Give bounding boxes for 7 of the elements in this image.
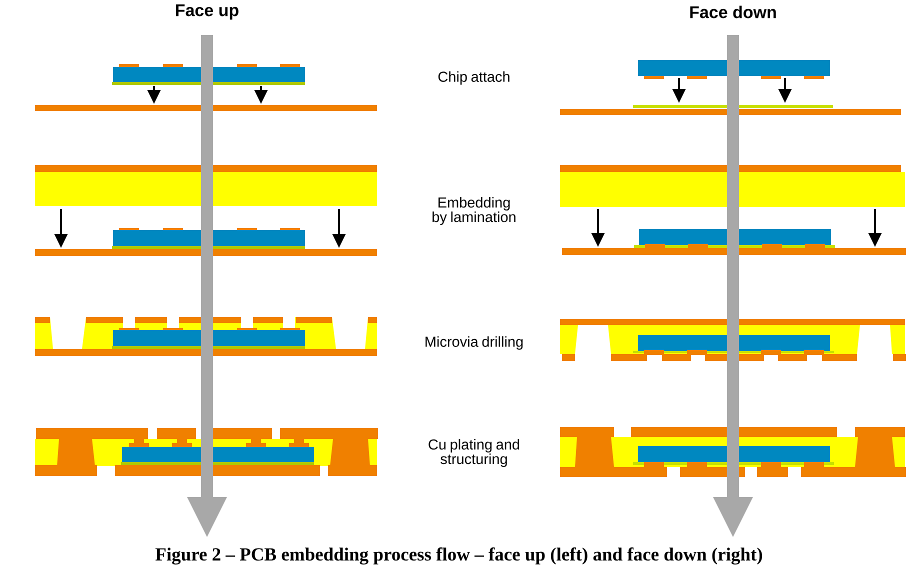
step-label: Microvia drilling	[426, 336, 523, 350]
step-label: Cu plating and structuring	[428, 438, 520, 467]
column-heading: Face down	[690, 6, 776, 18]
figure-caption: Figure 2 – PCB embedding process flow – face up (left) and face down (right)	[155, 547, 762, 565]
step-label: Embedding by lamination	[432, 196, 516, 226]
step-label: Chip attach	[438, 71, 510, 85]
column-heading: Face up	[176, 4, 238, 20]
